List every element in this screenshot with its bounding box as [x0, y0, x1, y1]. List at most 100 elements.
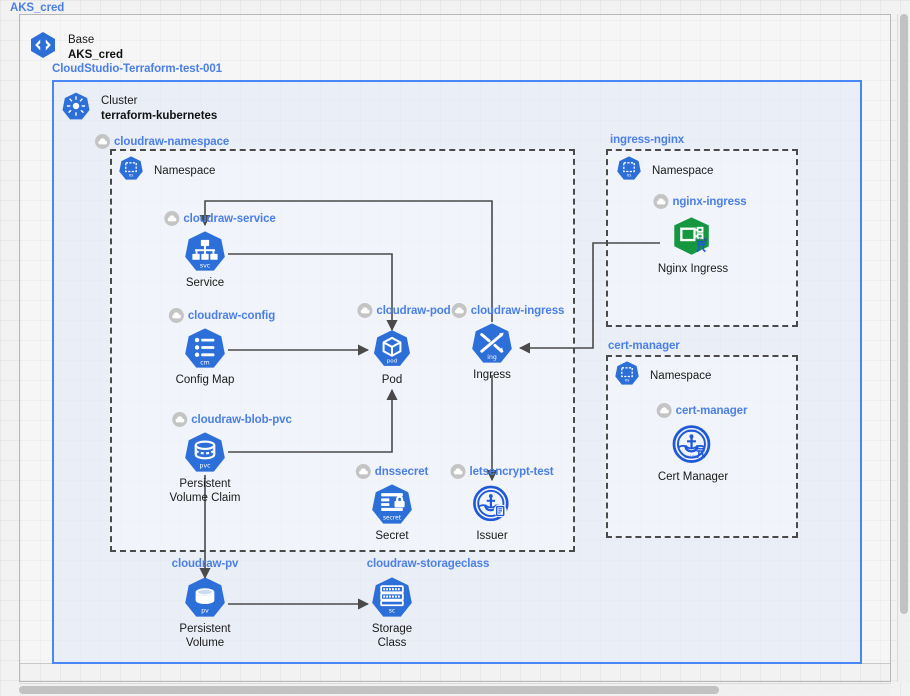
- node-storageclass[interactable]: sc Storage Class: [332, 574, 452, 650]
- cluster-kind: Cluster: [101, 95, 138, 108]
- k8s-service-icon: svc: [145, 228, 265, 274]
- base-header: Base AKS_cred: [28, 30, 123, 65]
- node-label: Secret: [375, 530, 409, 542]
- cert-issuer-icon: [432, 481, 552, 527]
- node-pv[interactable]: pv Persistent Volume: [145, 574, 265, 650]
- node-title-text: cloudraw-config: [187, 309, 276, 322]
- node-title-text: dnssecret: [374, 465, 429, 478]
- namespace-row-cloudraw: ns Namespace: [118, 155, 215, 186]
- svg-text:sc: sc: [389, 608, 395, 614]
- node-label: Config Map: [175, 374, 235, 386]
- node-secret[interactable]: secret Secret: [332, 481, 452, 543]
- cluster-name: terraform-kubernetes: [101, 109, 218, 122]
- svg-text:ing: ing: [487, 354, 497, 361]
- group-title-ingress-nginx: ingress-nginx: [610, 134, 684, 146]
- node-label: Persistent Volume: [179, 623, 231, 650]
- group-title-cert-manager: cert-manager: [608, 340, 680, 352]
- svg-text:HELM: HELM: [686, 429, 696, 433]
- svg-text:secret: secret: [383, 516, 402, 522]
- k8s-namespace-icon: ns: [118, 155, 144, 186]
- node-label: Ingress: [473, 369, 511, 381]
- namespace-row-ingress-nginx: ns Namespace: [616, 155, 713, 186]
- svg-text:pv: pv: [201, 608, 209, 615]
- k8s-configmap-icon: cm: [145, 325, 265, 371]
- helm-chart-icon: HELM: [633, 214, 753, 260]
- cloud-badge-icon: [450, 464, 466, 479]
- node-title-text: cert-manager: [675, 404, 748, 417]
- node-title-text: nginx-ingress: [672, 195, 747, 208]
- svg-text:ns: ns: [625, 378, 630, 383]
- node-configmap[interactable]: cm Config Map: [145, 325, 265, 387]
- node-title-text: cloudraw-pv: [171, 558, 239, 570]
- svg-text:pvc: pvc: [200, 463, 211, 470]
- k8s-pv-icon: pv: [145, 574, 265, 620]
- group-title-text: cloudraw-namespace: [114, 135, 230, 148]
- cloud-badge-icon: [172, 412, 188, 427]
- kubernetes-icon: [61, 91, 91, 126]
- base-name: AKS_cred: [68, 48, 123, 61]
- node-title-text: cloudraw-pod: [376, 304, 451, 317]
- cluster-header: Cluster terraform-kubernetes: [61, 91, 217, 126]
- resource-group-title: CloudStudio-Terraform-test-001: [52, 63, 222, 75]
- group-title-text: cert-manager: [608, 340, 680, 352]
- node-cert-manager[interactable]: HELM CHARTS Cert Manager: [633, 422, 753, 484]
- namespace-row-cert-manager: ns Namespace: [614, 360, 711, 391]
- cloud-badge-icon: [95, 134, 110, 149]
- node-title-text: cloudraw-ingress: [470, 304, 565, 317]
- group-title-cloudraw-namespace: cloudraw-namespace: [95, 134, 229, 149]
- code-brackets-icon: [28, 30, 58, 65]
- node-label: Service: [185, 277, 225, 289]
- svg-text:pod: pod: [387, 358, 398, 364]
- node-title-issuer: letsencrypt-test: [450, 464, 554, 479]
- namespace-label: Namespace: [154, 164, 216, 177]
- svg-text:ns: ns: [627, 173, 632, 178]
- node-nginx-ingress[interactable]: HELM Nginx Ingress: [633, 214, 753, 276]
- cloud-badge-icon: [357, 303, 373, 318]
- node-label: Nginx Ingress: [657, 263, 729, 275]
- node-service[interactable]: svc Service: [145, 228, 265, 290]
- node-title-pvc: cloudraw-blob-pvc: [172, 412, 292, 427]
- cloud-badge-icon: [653, 194, 669, 209]
- horizontal-scrollbar[interactable]: [19, 683, 891, 695]
- cluster-group-box: [52, 80, 862, 664]
- node-title-text: cloudraw-storageclass: [366, 558, 490, 570]
- node-label: Issuer: [476, 530, 508, 542]
- node-title-text: cloudraw-blob-pvc: [191, 413, 292, 426]
- k8s-namespace-icon: ns: [616, 155, 642, 186]
- horizontal-scrollbar-thumb[interactable]: [19, 686, 719, 694]
- node-title-service: cloudraw-service: [164, 211, 276, 226]
- cloud-badge-icon: [656, 403, 672, 418]
- cloud-badge-icon: [164, 211, 180, 226]
- svg-text:CHARTS: CHARTS: [684, 455, 699, 459]
- node-issuer[interactable]: Issuer: [432, 481, 552, 543]
- node-pvc[interactable]: pvc Persistent Volume Claim: [145, 429, 265, 505]
- vertical-scrollbar-thumb[interactable]: [900, 14, 908, 614]
- node-title-certmanager: cert-manager: [656, 403, 748, 418]
- cloud-badge-icon: [168, 308, 184, 323]
- cloud-badge-icon: [451, 303, 467, 318]
- vertical-scrollbar[interactable]: [897, 14, 909, 682]
- node-label: Storage Class: [371, 623, 413, 650]
- node-label: Persistent Volume Claim: [169, 478, 241, 505]
- base-kind: Base: [68, 34, 95, 47]
- node-label: Pod: [381, 374, 403, 386]
- group-title-text: ingress-nginx: [610, 134, 685, 146]
- node-ingress[interactable]: ing Ingress: [432, 320, 552, 382]
- node-title-nginx: nginx-ingress: [653, 194, 747, 209]
- node-label: Cert Manager: [657, 471, 729, 483]
- node-title-storageclass: cloudraw-storageclass: [367, 558, 490, 570]
- k8s-ingress-icon: ing: [432, 320, 552, 366]
- svg-text:ns: ns: [129, 173, 134, 178]
- node-title-pv: cloudraw-pv: [172, 558, 239, 570]
- namespace-label: Namespace: [652, 164, 714, 177]
- node-title-pod: cloudraw-pod: [357, 303, 451, 318]
- node-title-ingress: cloudraw-ingress: [451, 303, 565, 318]
- namespace-label: Namespace: [650, 369, 712, 382]
- cluster-group[interactable]: Cluster terraform-kubernetes: [52, 80, 862, 664]
- node-pod[interactable]: pod Pod: [332, 325, 452, 387]
- k8s-pod-icon: pod: [332, 325, 452, 371]
- k8s-pvc-icon: pvc: [145, 429, 265, 475]
- node-title-text: cloudraw-service: [183, 212, 276, 225]
- svg-text:HELM: HELM: [695, 238, 707, 244]
